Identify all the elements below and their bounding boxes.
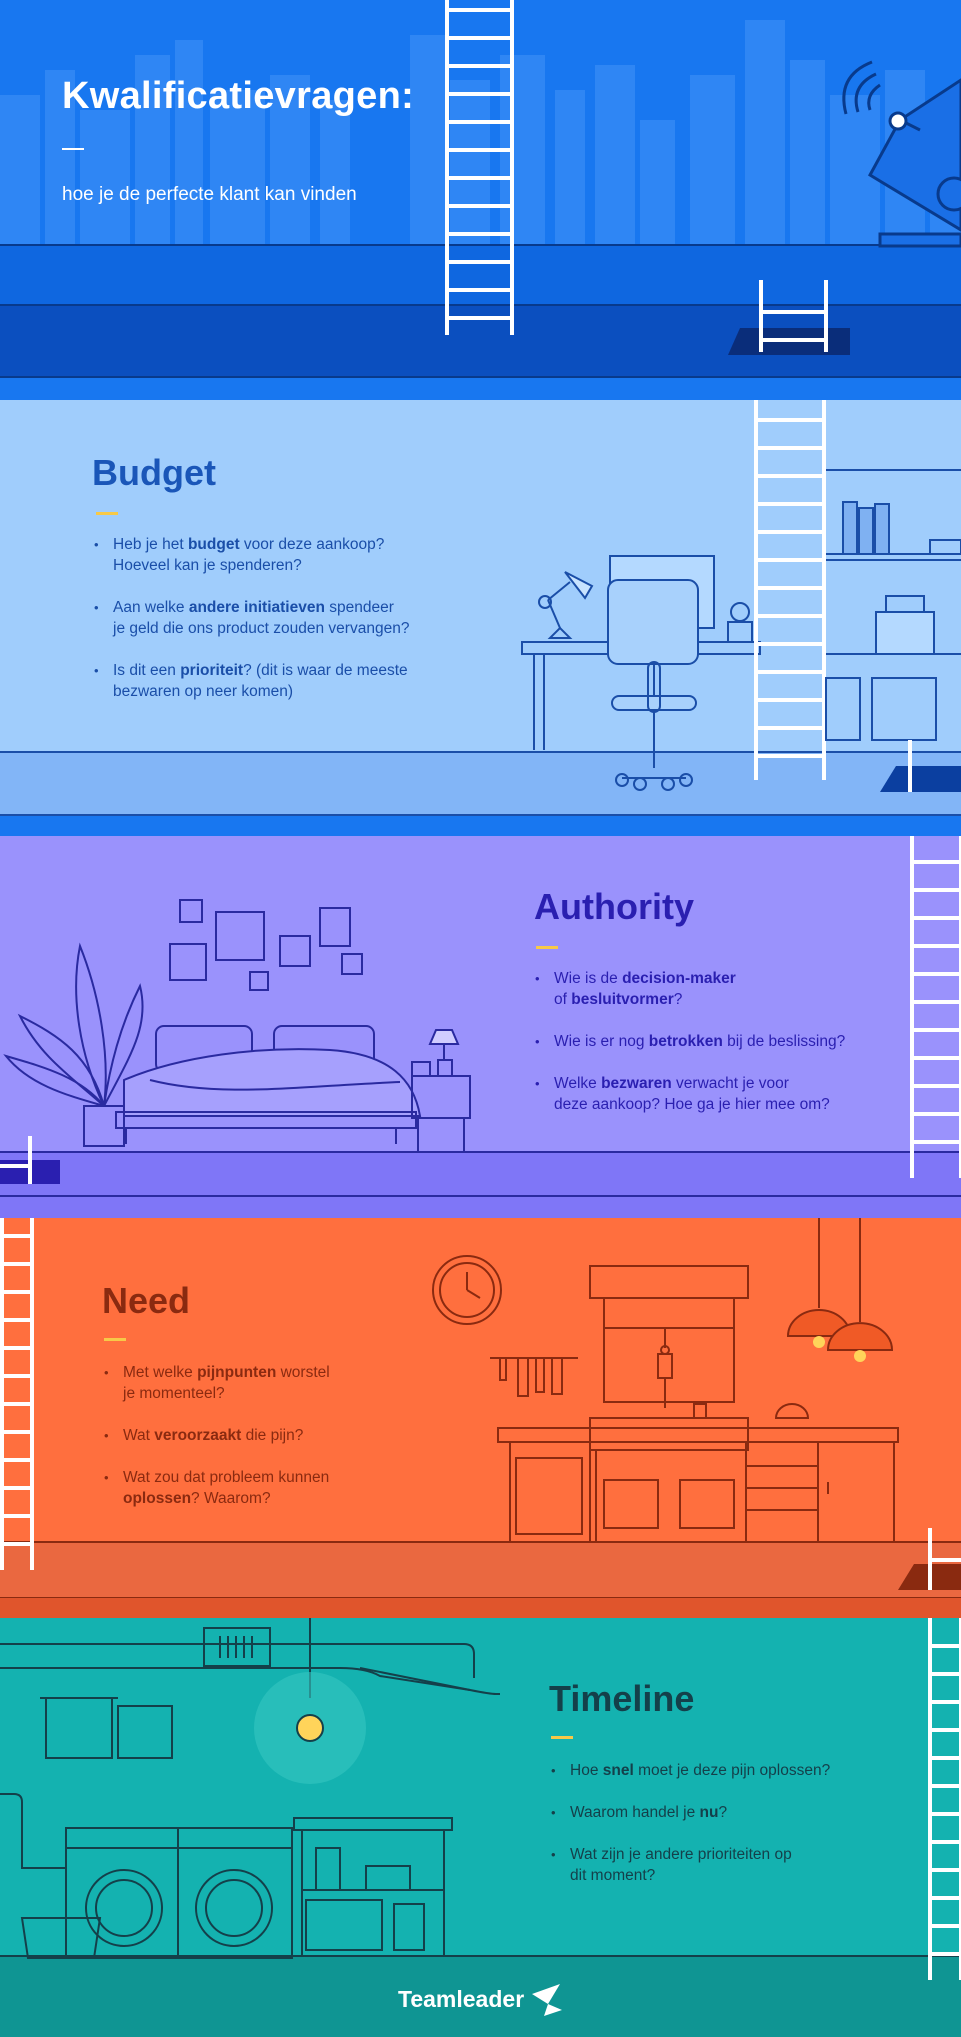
question-item: Aan welke andere initiatieven spendeerje… — [94, 597, 474, 639]
question-item: Heb je het budget voor deze aankoop?Hoev… — [94, 534, 474, 576]
question-list-timeline: Hoe snel moet je deze pijn oplossen? Waa… — [551, 1760, 891, 1907]
question-item: Is dit een prioriteit? (dit is waar de m… — [94, 660, 474, 702]
question-list-budget: Heb je het budget voor deze aankoop?Hoev… — [94, 534, 474, 723]
section-divider — [104, 1338, 126, 1341]
section-title-authority: Authority — [534, 886, 694, 927]
city-skyline-illustration — [0, 0, 961, 378]
header-section: Kwalificatievragen: hoe je de perfecte k… — [0, 0, 961, 400]
office-illustration — [0, 400, 961, 816]
laundry-illustration — [0, 1618, 961, 2037]
teamleader-logo-icon — [532, 1984, 562, 2016]
question-item: Wat veroorzaakt die pijn? — [104, 1425, 404, 1446]
section-title-budget: Budget — [92, 452, 216, 493]
budget-section: Budget Heb je het budget voor deze aanko… — [0, 400, 961, 816]
timeline-section: Timeline Hoe snel moet je deze pijn oplo… — [0, 1618, 961, 2037]
ladder-illustration — [445, 0, 514, 335]
kitchen-illustration — [0, 1218, 961, 1618]
title-divider — [62, 148, 84, 150]
bedroom-illustration — [0, 836, 961, 1218]
page-title: Kwalificatievragen: — [62, 75, 415, 117]
section-title-need: Need — [102, 1280, 191, 1321]
section-divider — [551, 1736, 573, 1739]
brand-logo-text: Teamleader — [398, 1986, 525, 2012]
section-title-timeline: Timeline — [549, 1678, 695, 1719]
section-divider — [536, 946, 558, 949]
question-item: Waarom handel je nu? — [551, 1802, 891, 1823]
question-item: Wie is er nog betrokken bij de beslissin… — [535, 1031, 915, 1052]
satellite-dish-icon — [842, 60, 961, 248]
question-item: Hoe snel moet je deze pijn oplossen? — [551, 1760, 891, 1781]
section-divider — [96, 512, 118, 515]
page-subtitle: hoe je de perfecte klant kan vinden — [62, 184, 357, 205]
